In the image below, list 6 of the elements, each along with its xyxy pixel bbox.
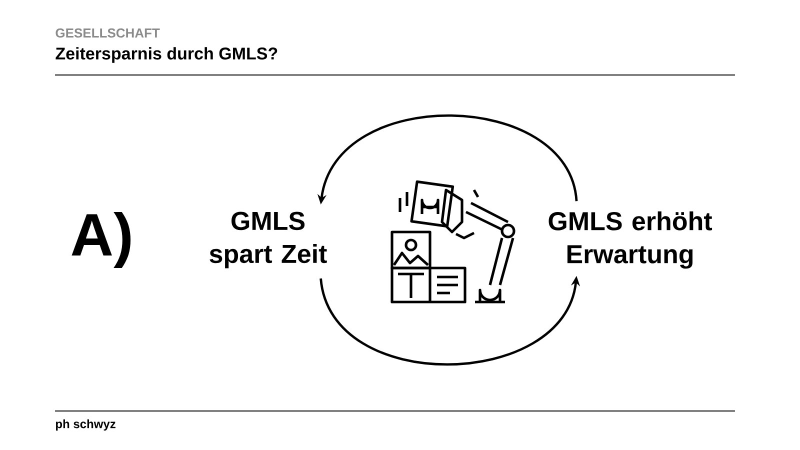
section-heading: GESELLSCHAFT (56, 28, 160, 38)
footer-text: ph schwyz (56, 419, 116, 431)
statement-text: GMLS spart Zeit (210, 212, 327, 268)
statement-text: GMLS erhöht Erwartung (548, 211, 712, 269)
panel-letter: A) (72, 212, 131, 268)
title: Zeitersparnis durch GMLS? (56, 47, 278, 63)
